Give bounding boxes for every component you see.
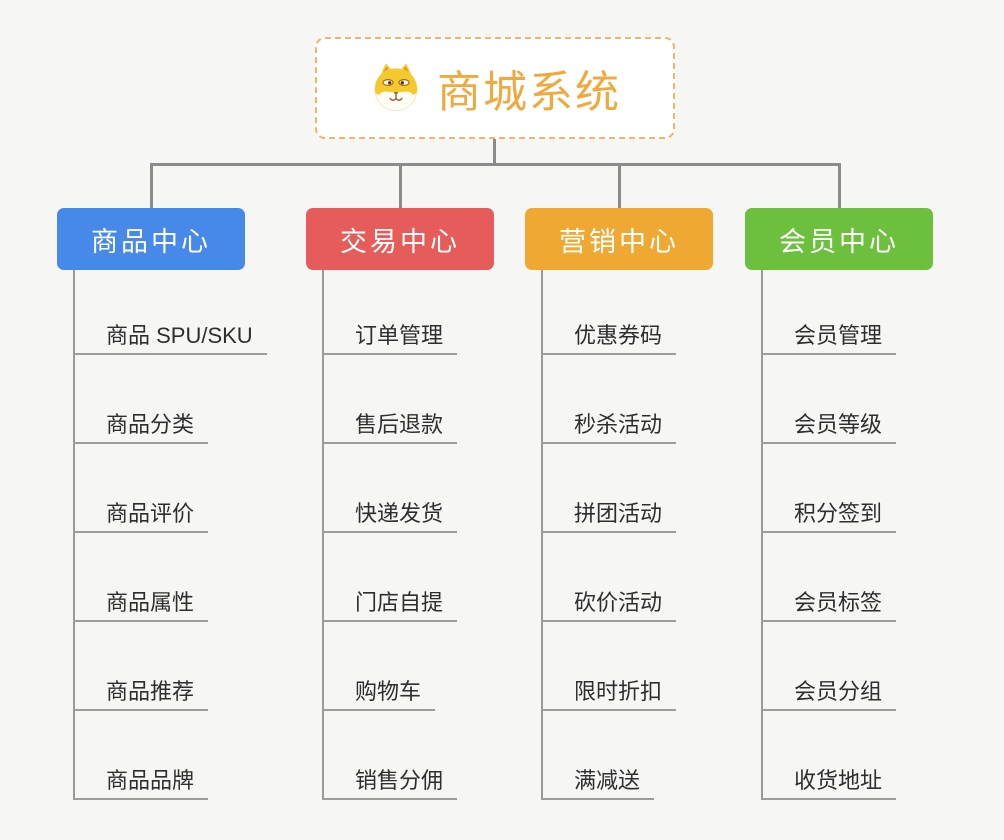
leaf-node[interactable]: 订单管理 [322, 317, 458, 355]
leaf-node[interactable]: 商品属性 [73, 584, 209, 622]
branch-node-0[interactable]: 商品中心 [57, 208, 245, 270]
leaf-label: 收货地址 [794, 768, 883, 793]
leaf-label: 商品 SPU/SKU [106, 323, 253, 348]
leaf-node[interactable]: 售后退款 [322, 406, 458, 444]
leaf-label: 砍价活动 [574, 590, 663, 615]
branch-label: 会员中心 [779, 226, 899, 257]
leaf-label: 商品属性 [106, 590, 195, 615]
shiba-dog-icon [369, 61, 423, 115]
branch-node-3[interactable]: 会员中心 [745, 208, 933, 270]
branch-label: 商品中心 [91, 226, 211, 257]
leaf-label: 商品品牌 [106, 768, 195, 793]
leaf-node[interactable]: 砍价活动 [541, 584, 677, 622]
leaf-node[interactable]: 满减送 [541, 762, 655, 800]
leaf-node[interactable]: 商品 SPU/SKU [73, 317, 267, 355]
leaf-label: 积分签到 [794, 501, 883, 526]
connector-trunk [322, 270, 324, 798]
leaf-node[interactable]: 秒杀活动 [541, 406, 677, 444]
leaf-node[interactable]: 商品品牌 [73, 762, 209, 800]
leaf-label: 会员管理 [794, 323, 883, 348]
leaf-label: 限时折扣 [574, 679, 663, 704]
leaf-node[interactable]: 销售分佣 [322, 762, 458, 800]
connector-drop [837, 163, 841, 208]
branch-label: 营销中心 [559, 226, 679, 257]
connector-trunk [761, 270, 763, 798]
leaf-label: 秒杀活动 [574, 412, 663, 437]
leaf-node[interactable]: 拼团活动 [541, 495, 677, 533]
leaf-node[interactable]: 商品评价 [73, 495, 209, 533]
branch-node-1[interactable]: 交易中心 [306, 208, 494, 270]
leaf-label: 拼团活动 [574, 501, 663, 526]
root-title: 商城系统 [437, 68, 621, 117]
leaf-node[interactable]: 限时折扣 [541, 673, 677, 711]
leaf-node[interactable]: 会员管理 [761, 317, 897, 355]
leaf-label: 会员标签 [794, 590, 883, 615]
connector-trunk [73, 270, 75, 798]
leaf-node[interactable]: 会员等级 [761, 406, 897, 444]
leaf-node[interactable]: 购物车 [322, 673, 436, 711]
connector-drop [149, 163, 153, 208]
connector-root-stem [493, 139, 496, 166]
leaf-label: 门店自提 [355, 590, 444, 615]
leaf-node[interactable]: 快递发货 [322, 495, 458, 533]
connector-drop [617, 163, 621, 208]
leaf-node[interactable]: 门店自提 [322, 584, 458, 622]
branch-node-2[interactable]: 营销中心 [525, 208, 713, 270]
leaf-node[interactable]: 优惠券码 [541, 317, 677, 355]
root-node[interactable]: 商城系统 [315, 37, 675, 139]
leaf-node[interactable]: 积分签到 [761, 495, 897, 533]
leaf-node[interactable]: 会员标签 [761, 584, 897, 622]
leaf-label: 销售分佣 [355, 768, 444, 793]
leaf-label: 会员等级 [794, 412, 883, 437]
leaf-label: 售后退款 [355, 412, 444, 437]
leaf-node[interactable]: 商品分类 [73, 406, 209, 444]
leaf-node[interactable]: 会员分组 [761, 673, 897, 711]
connector-drop [398, 163, 402, 208]
leaf-label: 快递发货 [355, 501, 444, 526]
leaf-label: 商品评价 [106, 501, 195, 526]
leaf-label: 满减送 [574, 768, 641, 793]
leaf-label: 商品推荐 [106, 679, 195, 704]
connector-trunk [541, 270, 543, 798]
leaf-node[interactable]: 商品推荐 [73, 673, 209, 711]
leaf-label: 商品分类 [106, 412, 195, 437]
leaf-label: 会员分组 [794, 679, 883, 704]
leaf-label: 订单管理 [355, 323, 444, 348]
leaf-node[interactable]: 收货地址 [761, 762, 897, 800]
leaf-label: 购物车 [355, 679, 422, 704]
leaf-label: 优惠券码 [574, 323, 663, 348]
branch-label: 交易中心 [340, 226, 460, 257]
connector-bus [150, 163, 841, 166]
